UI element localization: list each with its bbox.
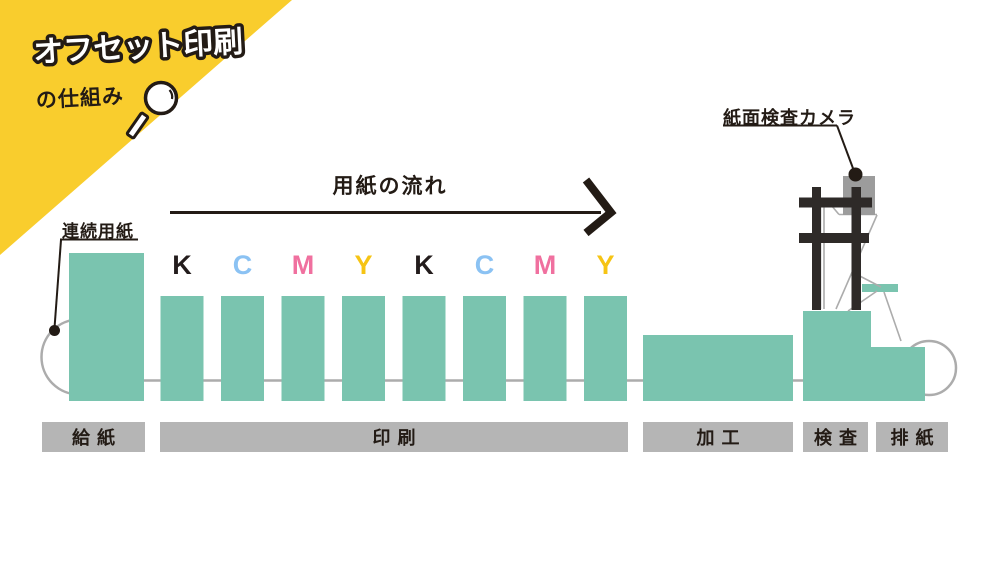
ink-unit-letter: K [414, 250, 434, 280]
inspection-unit-block [803, 311, 925, 401]
print-unit-block [402, 296, 446, 401]
continuous-paper-label: 連続用紙 [62, 222, 134, 241]
corner-accent-triangle [0, 0, 292, 255]
section-bar-print: 印刷 [160, 422, 628, 452]
brand-title-group: オフセット印刷 の仕組み [24, 13, 268, 114]
flow-arrow-head [582, 177, 617, 237]
print-unit-block [584, 296, 627, 401]
print-unit-block [281, 296, 325, 401]
section-bar-inspection: 検査 [803, 422, 868, 452]
gantry-post [812, 187, 821, 310]
section-bar-processing: 加工 [643, 422, 793, 452]
camera-callout-dot [848, 167, 863, 182]
print-unit-block [342, 296, 385, 401]
print-unit-blocks [160, 296, 627, 401]
ink-unit-letter: M [291, 250, 315, 280]
gantry-beam [799, 197, 872, 208]
ink-unit-letter: M [533, 250, 557, 280]
gantry-post [851, 187, 861, 310]
section-bar-feed: 給紙 [42, 422, 145, 452]
print-unit-block [221, 296, 264, 401]
paper-callout-leader [53, 238, 138, 329]
print-unit-block [523, 296, 567, 401]
ink-unit-letter: Y [596, 250, 615, 280]
print-unit-block [463, 296, 506, 401]
processing-unit-block [643, 335, 793, 401]
gantry-beam [799, 233, 869, 243]
flow-arrow [170, 177, 617, 237]
inspection-camera-label: 紙面検査カメラ [723, 108, 856, 128]
feed-unit-block [69, 253, 144, 401]
page-title: オフセット印刷 [33, 26, 244, 70]
ink-unit-letter: C [474, 250, 495, 280]
delivery-shelf [862, 284, 898, 292]
flow-label: 用紙の流れ [332, 175, 448, 198]
camera-callout-leader [723, 124, 855, 172]
ink-unit-letter: Y [354, 250, 373, 280]
section-bar-delivery: 排紙 [876, 422, 948, 452]
print-unit-block [160, 296, 204, 401]
ink-unit-letter: C [232, 250, 253, 280]
ink-unit-letter: K [172, 250, 192, 280]
paper-callout-dot [49, 325, 60, 336]
magnifier-icon [125, 80, 179, 140]
inspection-gantry [799, 187, 872, 310]
